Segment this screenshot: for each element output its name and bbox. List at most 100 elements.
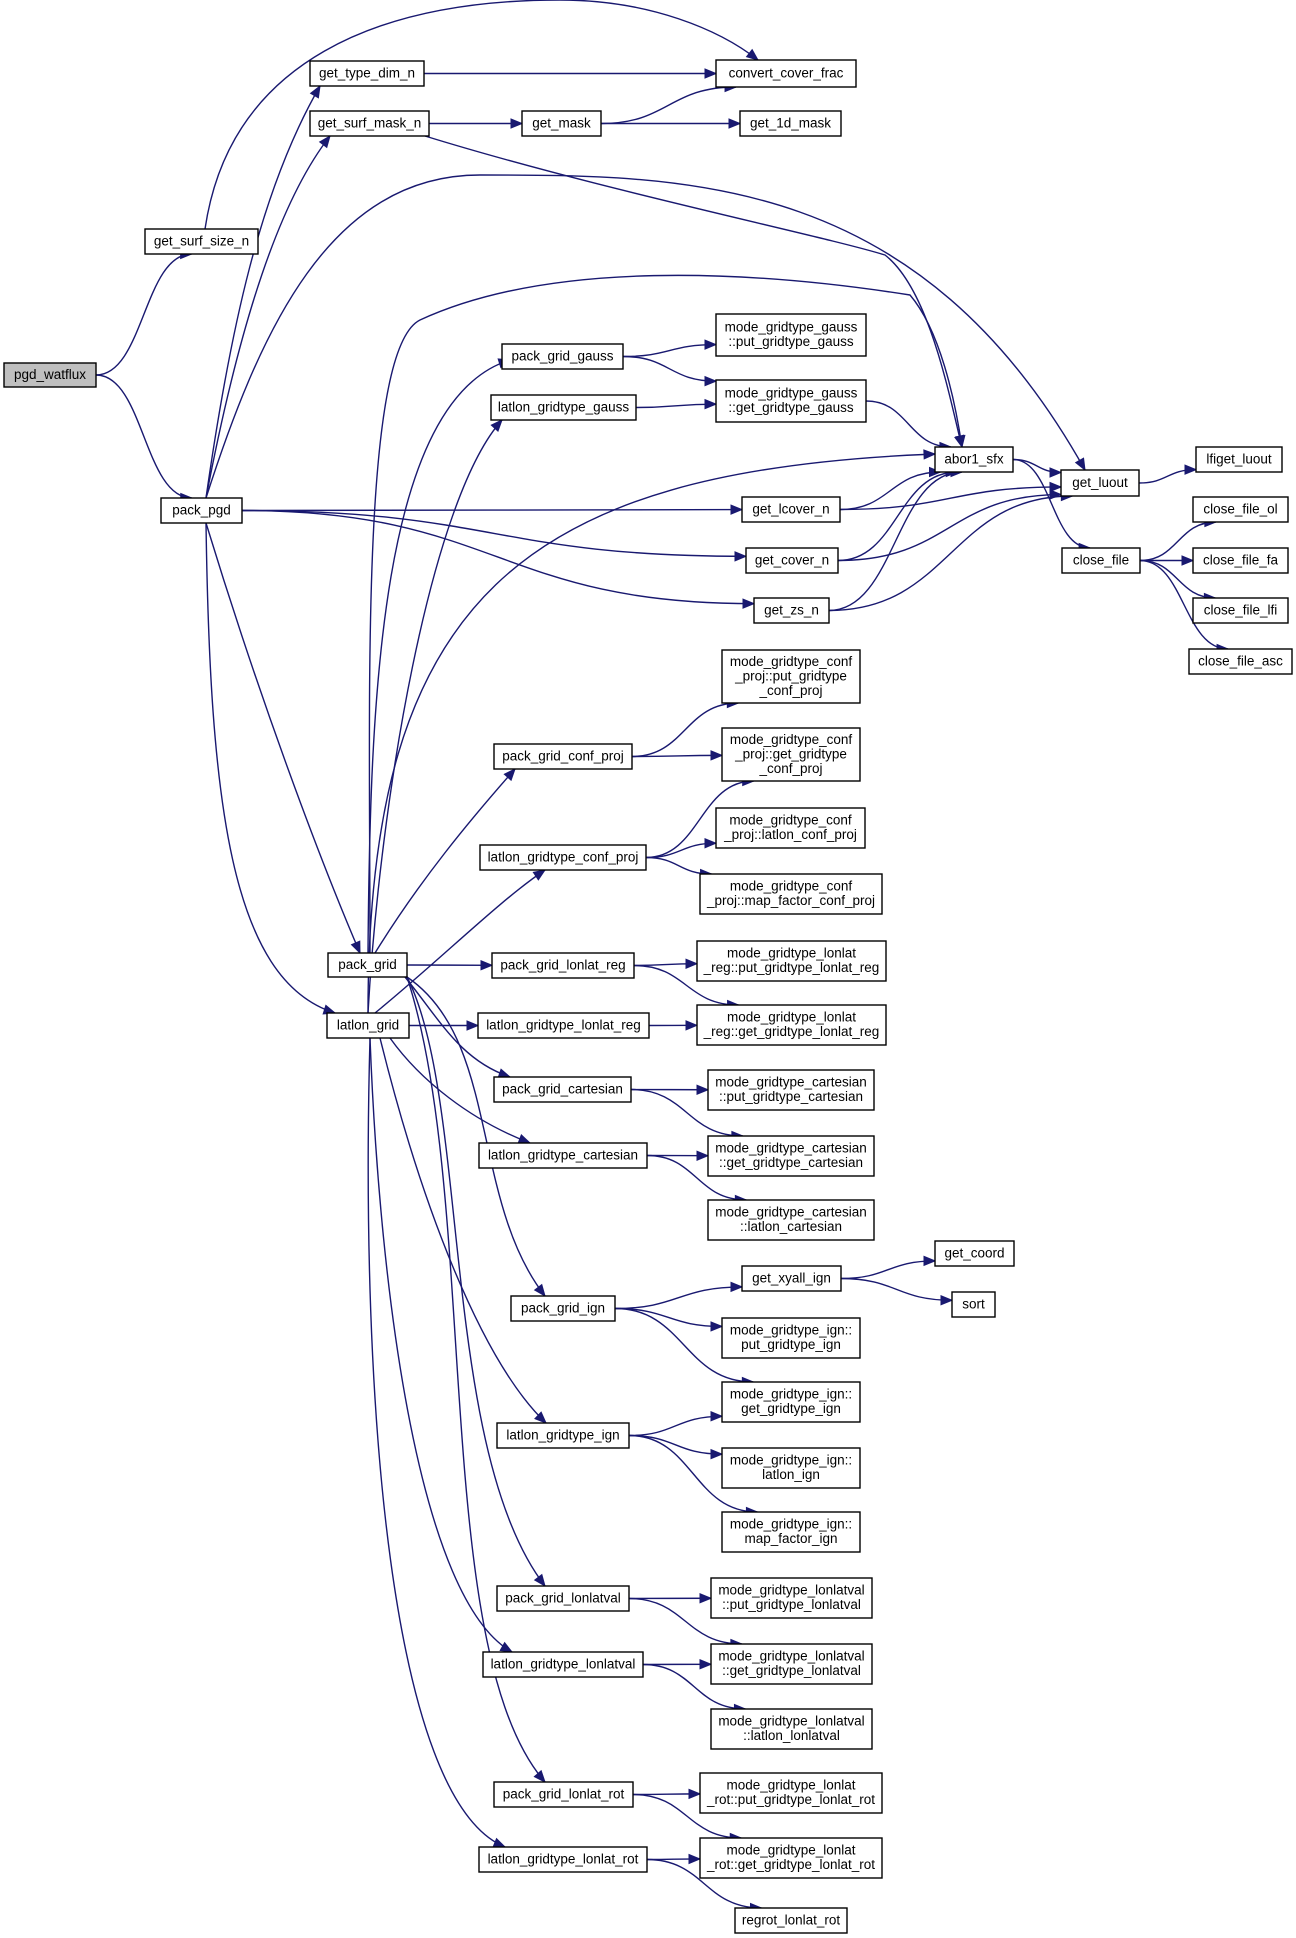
node-get_lcover_n[interactable]: get_lcover_n <box>741 496 841 523</box>
arrow-head-icon <box>940 1295 954 1306</box>
node-mg_llreg_put[interactable]: mode_gridtype_lonlat_reg::put_gridtype_l… <box>696 940 887 982</box>
node-box <box>741 496 841 523</box>
node-pack_grid[interactable]: pack_grid <box>327 952 408 978</box>
node-mg_gauss_put[interactable]: mode_gridtype_gauss::put_gridtype_gauss <box>715 313 867 357</box>
node-get_coord[interactable]: get_coord <box>934 1240 1015 1267</box>
node-latlon_gridtype_cartesian[interactable]: latlon_gridtype_cartesian <box>478 1142 648 1169</box>
edge-line <box>631 754 723 758</box>
node-label: mode_gridtype_lonlat <box>727 1010 856 1025</box>
node-close_file_lfi[interactable]: close_file_lfi <box>1192 597 1289 624</box>
node-mg_cart_put[interactable]: mode_gridtype_cartesian::put_gridtype_ca… <box>707 1069 875 1111</box>
node-pack_grid_ign[interactable]: pack_grid_ign <box>510 1295 616 1322</box>
node-latlon_gridtype_lonlat_rot[interactable]: latlon_gridtype_lonlat_rot <box>478 1846 648 1873</box>
edge-line <box>628 1434 723 1455</box>
edge-line <box>241 508 743 512</box>
arrow-head-icon <box>688 1788 702 1800</box>
node-close_file[interactable]: close_file <box>1061 547 1141 574</box>
node-mg_ign_latlon[interactable]: mode_gridtype_ign::latlon_ign <box>721 1447 861 1489</box>
arrow-head-icon <box>517 1133 532 1144</box>
node-pgd_watflux[interactable]: pgd_watflux <box>3 362 97 388</box>
node-label: mode_gridtype_lonlatval <box>718 1649 864 1664</box>
node-pack_grid_cartesian[interactable]: pack_grid_cartesian <box>493 1076 632 1103</box>
node-latlon_gridtype_conf_proj[interactable]: latlon_gridtype_conf_proj <box>479 844 647 871</box>
node-mg_cart_get[interactable]: mode_gridtype_cartesian::get_gridtype_ca… <box>707 1135 875 1177</box>
node-close_file_asc[interactable]: close_file_asc <box>1188 648 1293 675</box>
node-pack_pgd[interactable]: pack_pgd <box>160 497 243 524</box>
node-get_surf_mask_n[interactable]: get_surf_mask_n <box>309 110 430 137</box>
node-box <box>696 1004 887 1046</box>
node-mg_llval_put[interactable]: mode_gridtype_lonlatval::put_gridtype_lo… <box>710 1577 873 1619</box>
arrow-head-icon <box>699 1593 713 1604</box>
arrow-head-icon <box>503 768 516 782</box>
node-convert_cover_frac[interactable]: convert_cover_frac <box>715 59 857 88</box>
node-latlon_gridtype_gauss[interactable]: latlon_gridtype_gauss <box>490 394 637 421</box>
node-box <box>741 1265 842 1292</box>
node-regrot_lonlat_rot[interactable]: regrot_lonlat_rot <box>734 1907 848 1934</box>
node-mg_conf_put[interactable]: mode_gridtype_conf_proj::put_gridtype_co… <box>721 649 861 704</box>
edge-line <box>95 374 192 499</box>
node-sort[interactable]: sort <box>951 1291 996 1318</box>
node-mg_ign_get[interactable]: mode_gridtype_ign::get_gridtype_ign <box>721 1381 861 1423</box>
node-mg_conf_get[interactable]: mode_gridtype_conf_proj::get_gridtype_co… <box>721 727 861 782</box>
node-pack_grid_lonlat_reg[interactable]: pack_grid_lonlat_reg <box>491 952 635 979</box>
node-close_file_ol[interactable]: close_file_ol <box>1192 496 1289 523</box>
edge-line <box>646 1154 747 1201</box>
node-mg_llval_get[interactable]: mode_gridtype_lonlatval::get_gridtype_lo… <box>710 1643 873 1685</box>
node-box <box>1188 648 1293 675</box>
node-mg_llval_latlon[interactable]: mode_gridtype_lonlatval::latlon_lonlatva… <box>710 1708 873 1750</box>
node-pack_grid_lonlat_rot[interactable]: pack_grid_lonlat_rot <box>493 1781 634 1808</box>
arrow-head-icon <box>688 1853 702 1865</box>
node-box <box>707 1199 875 1241</box>
node-get_type_dim_n[interactable]: get_type_dim_n <box>309 60 425 87</box>
edge-line <box>631 702 739 758</box>
node-mg_llrot_put[interactable]: mode_gridtype_lonlat_rot::put_gridtype_l… <box>699 1772 883 1814</box>
node-box <box>326 1012 410 1039</box>
node-latlon_gridtype_lonlatval[interactable]: latlon_gridtype_lonlatval <box>482 1651 644 1678</box>
node-get_cover_n[interactable]: get_cover_n <box>745 547 839 574</box>
edge-line <box>205 522 361 954</box>
node-pack_grid_lonlatval[interactable]: pack_grid_lonlatval <box>496 1585 630 1612</box>
edge-line <box>241 509 747 558</box>
node-pack_grid_gauss[interactable]: pack_grid_gauss <box>501 343 624 370</box>
node-mg_llreg_get[interactable]: mode_gridtype_lonlat_reg::get_gridtype_l… <box>696 1004 887 1046</box>
node-label: ::put_gridtype_cartesian <box>719 1089 863 1104</box>
node-mg_conf_map[interactable]: mode_gridtype_conf_proj::map_factor_conf… <box>699 873 883 915</box>
node-get_luout[interactable]: get_luout <box>1060 469 1140 497</box>
edge-get_cover_n-to-abor1_sfx <box>837 466 959 562</box>
node-box <box>934 1240 1015 1267</box>
edge-line <box>205 85 321 499</box>
node-label: ::latlon_lonlatval <box>743 1728 840 1743</box>
node-get_1d_mask[interactable]: get_1d_mask <box>739 110 842 137</box>
node-mg_conf_latlon[interactable]: mode_gridtype_conf_proj::latlon_conf_pro… <box>715 807 866 849</box>
edge-line <box>840 1260 936 1280</box>
node-lfiget_luout[interactable]: lfiget_luout <box>1195 446 1283 473</box>
node-box <box>496 1422 630 1449</box>
node-abor1_sfx[interactable]: abor1_sfx <box>934 446 1014 473</box>
node-mg_llrot_get[interactable]: mode_gridtype_lonlat_rot::get_gridtype_l… <box>699 1837 883 1879</box>
node-pack_grid_conf_proj[interactable]: pack_grid_conf_proj <box>493 743 633 770</box>
node-label: _proj::get_gridtype <box>734 746 847 761</box>
edge-line <box>622 343 717 358</box>
node-mg_ign_put[interactable]: mode_gridtype_ign::put_gridtype_ign <box>721 1317 861 1359</box>
node-box <box>710 1708 873 1750</box>
node-label: ::put_gridtype_lonlatval <box>722 1597 861 1612</box>
edge-get_mask-to-get_1d_mask <box>601 118 742 129</box>
node-mg_ign_map[interactable]: mode_gridtype_ign::map_factor_ign <box>721 1511 861 1553</box>
node-get_xyall_ign[interactable]: get_xyall_ign <box>741 1265 842 1292</box>
edge-line <box>645 780 754 859</box>
node-latlon_gridtype_ign[interactable]: latlon_gridtype_ign <box>496 1422 630 1449</box>
node-latlon_gridtype_lonlat_reg[interactable]: latlon_gridtype_lonlat_reg <box>477 1012 650 1039</box>
node-label: close_file_fa <box>1203 552 1279 567</box>
node-get_zs_n[interactable]: get_zs_n <box>753 597 830 624</box>
node-mg_gauss_get[interactable]: mode_gridtype_gauss::get_gridtype_gauss <box>715 379 867 423</box>
node-close_file_fa[interactable]: close_file_fa <box>1192 547 1289 574</box>
node-latlon_grid[interactable]: latlon_grid <box>326 1012 410 1039</box>
node-get_mask[interactable]: get_mask <box>521 110 602 137</box>
node-get_surf_size_n[interactable]: get_surf_size_n <box>144 228 259 255</box>
edge-line <box>839 471 941 511</box>
edge-line <box>635 403 717 409</box>
node-mg_cart_latlon[interactable]: mode_gridtype_cartesian::latlon_cartesia… <box>707 1199 875 1241</box>
node-box <box>496 1585 630 1612</box>
edge-line <box>406 976 546 1587</box>
edge-pack_grid-to-pack_grid_ign <box>406 976 546 1298</box>
